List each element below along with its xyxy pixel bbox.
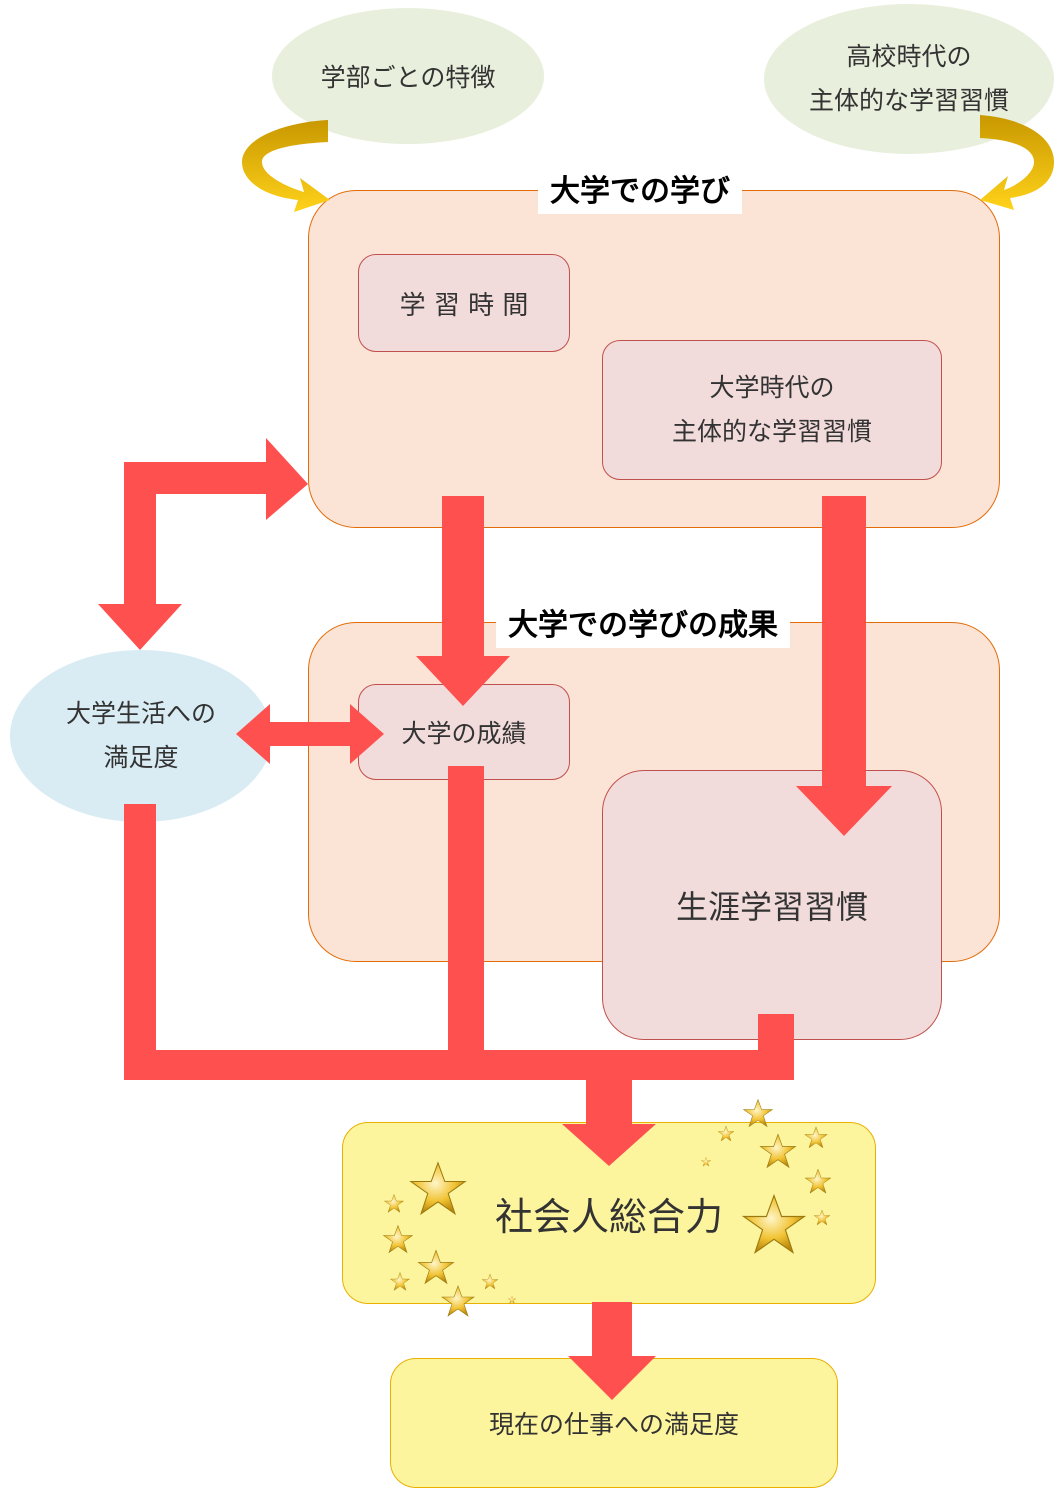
curved-arrow-left <box>242 120 330 212</box>
habits-to-lifelong-arrow <box>796 496 892 836</box>
study-time-label: 学 習 時 間 <box>399 290 529 321</box>
univ-learning-title: 大学での学び <box>538 170 742 214</box>
satisfaction-grades-arrow <box>236 704 384 764</box>
satisfaction-line <box>124 804 156 1080</box>
grades-label: 大学の成績 <box>401 719 527 748</box>
curved-arrow-right <box>980 115 1054 210</box>
red-arrows <box>98 438 892 1400</box>
hs-habits-label: 高校時代の 主体的な学習習慣 <box>808 42 1009 115</box>
lifelong-habits-box: 生涯学習習慣 <box>602 770 942 1040</box>
social-competence-label: 社会人総合力 <box>494 1194 723 1239</box>
to-job-arrow <box>568 1302 656 1400</box>
job-satisfaction-label: 現在の仕事への満足度 <box>488 1410 739 1439</box>
outcomes-title: 大学での学びの成果 <box>496 604 790 648</box>
loop-arrow <box>98 438 308 650</box>
univ-habits-box: 大学時代の 主体的な学習習慣 <box>602 340 942 480</box>
to-social-arrow <box>562 1076 656 1166</box>
lifelong-habits-label: 生涯学習習慣 <box>675 888 868 926</box>
univ-satisfaction-ellipse: 大学生活への 満足度 <box>10 650 272 822</box>
stars-decoration <box>382 1098 832 1317</box>
univ-satisfaction-label: 大学生活への 満足度 <box>65 699 216 772</box>
collector-line <box>124 1050 794 1080</box>
study-time-box: 学 習 時 間 <box>358 254 570 352</box>
univ-habits-label: 大学時代の 主体的な学習習慣 <box>671 373 872 446</box>
grades-line <box>448 766 484 1080</box>
study-to-grades-arrow <box>416 496 510 706</box>
faculty-features-label: 学部ごとの特徴 <box>320 63 496 92</box>
